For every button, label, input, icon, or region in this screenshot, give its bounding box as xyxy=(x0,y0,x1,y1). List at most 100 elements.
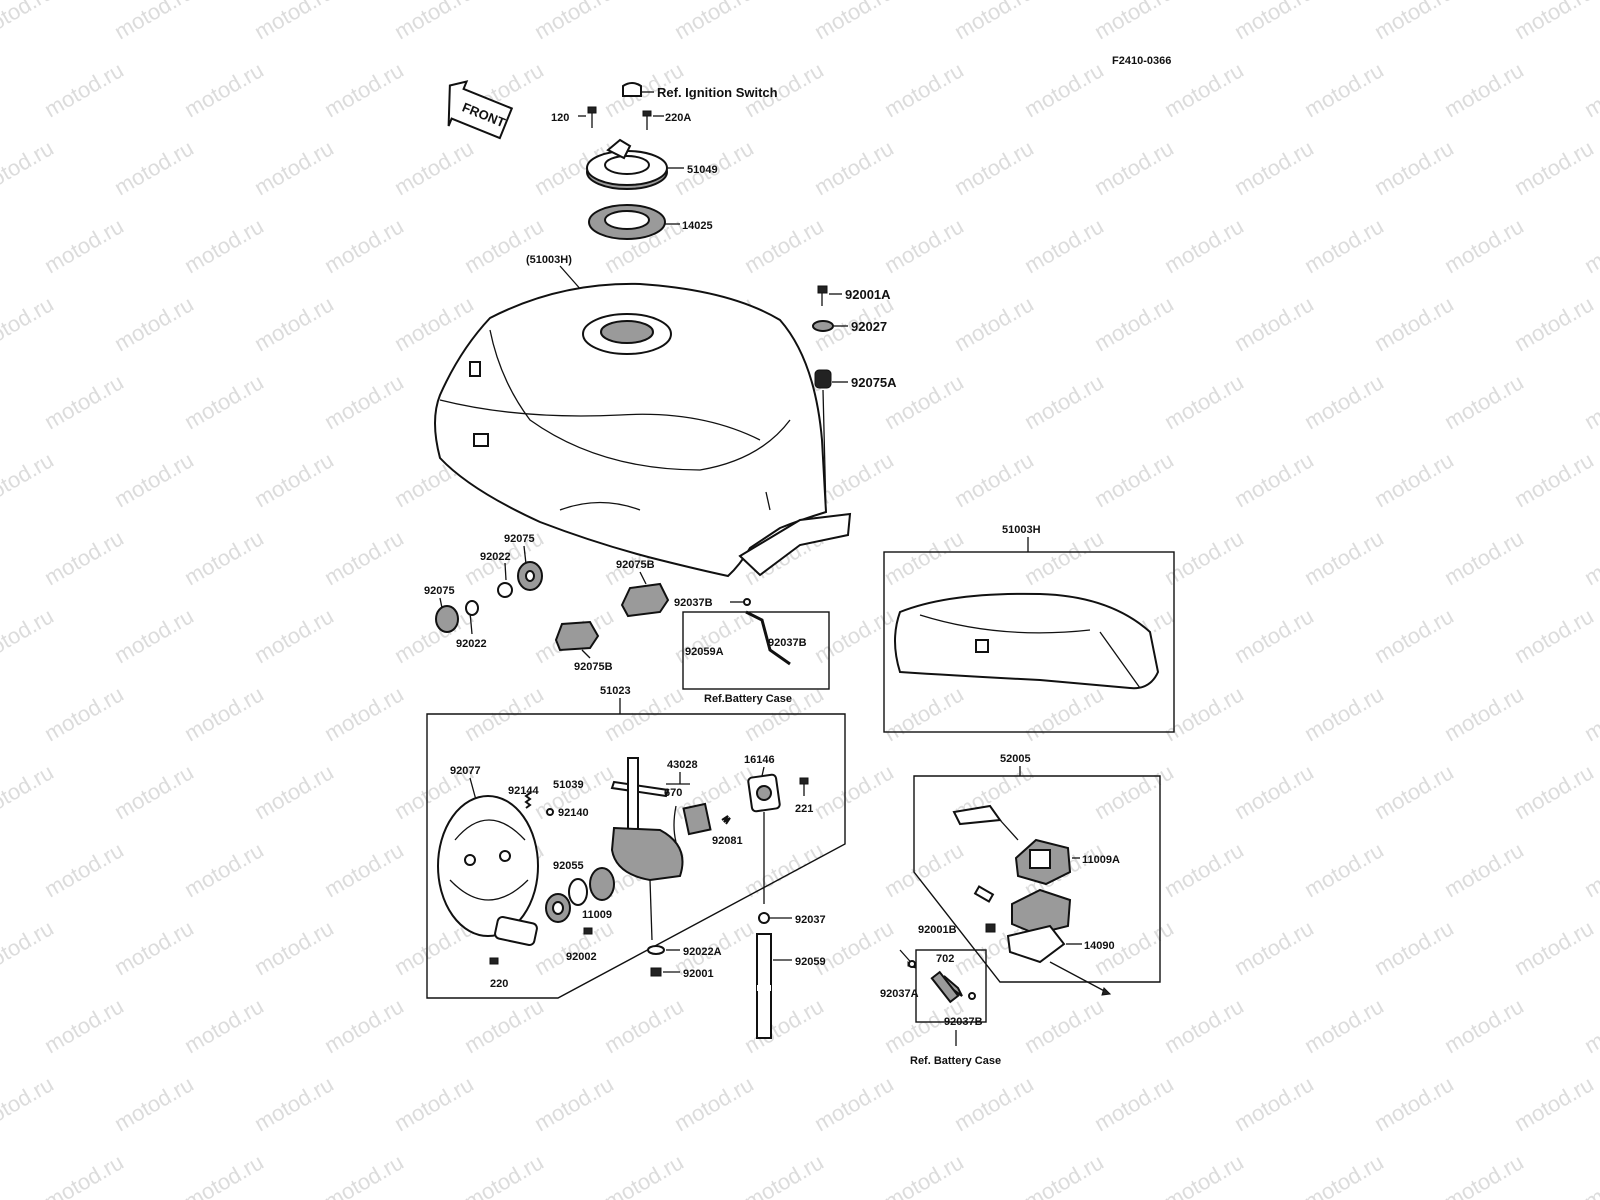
watermark-text: motod.ru xyxy=(600,1149,688,1200)
spring-92144: 92144 xyxy=(508,785,539,809)
watermark-text: motod.ru xyxy=(1090,0,1178,44)
watermark-text: motod.ru xyxy=(390,135,478,200)
label-92075b-lower: 92075B xyxy=(574,661,613,673)
bolt-92001: 92001 xyxy=(650,967,714,980)
figure-code: F2410-0366 xyxy=(1112,55,1171,67)
hose-92059: 92059 xyxy=(756,933,826,1039)
watermark-text: motod.ru xyxy=(0,759,58,824)
label-92002: 92002 xyxy=(566,951,597,963)
watermark-text: motod.ru xyxy=(110,1071,198,1136)
watermark-text: motod.ru xyxy=(1300,1149,1388,1200)
watermark-text: motod.ru xyxy=(390,603,478,668)
watermark-text: motod.ru xyxy=(1370,291,1458,356)
watermark-text: motod.ru xyxy=(0,447,58,512)
watermark-text: motod.ru xyxy=(1020,369,1108,434)
watermark-text: motod.ru xyxy=(320,213,408,278)
watermark-text: motod.ru xyxy=(740,213,828,278)
fuel-tank-variant xyxy=(894,592,1160,690)
watermark-text: motod.ru xyxy=(1230,759,1318,824)
watermark-text: motod.ru xyxy=(1300,213,1388,278)
label-52005: 52005 xyxy=(1000,753,1031,765)
label-702: 702 xyxy=(936,953,954,965)
watermark-text: motod.ru xyxy=(110,135,198,200)
label-14090: 14090 xyxy=(1084,940,1115,952)
watermark-text: motod.ru xyxy=(810,135,898,200)
label-14025: 14025 xyxy=(682,220,713,232)
watermark-text: motod.ru xyxy=(1440,1149,1528,1200)
label-92022-upper: 92022 xyxy=(480,551,511,563)
watermark-text: motod.ru xyxy=(320,993,408,1058)
watermark-text: motod.ru xyxy=(1230,915,1318,980)
battery-case-box-b xyxy=(915,949,987,1023)
watermark-text: motod.ru xyxy=(1230,603,1318,668)
watermark-text: motod.ru xyxy=(530,0,618,44)
watermark-text: motod.ru xyxy=(950,291,1038,356)
watermark-text: motod.ru xyxy=(1230,447,1318,512)
watermark-text: motod.ru xyxy=(1230,135,1318,200)
watermark-text: motod.ru xyxy=(250,915,338,980)
watermark-text: motod.ru xyxy=(950,447,1038,512)
watermark-text: motod.ru xyxy=(1440,837,1528,902)
fuel-pump-box xyxy=(913,775,1161,983)
washer-92022a: 92022A xyxy=(647,945,722,958)
watermark-text: motod.ru xyxy=(1580,993,1600,1058)
label-92075b-upper: 92075B xyxy=(616,559,655,571)
watermark-text: motod.ru xyxy=(110,291,198,356)
watermark-text: motod.ru xyxy=(880,525,968,590)
lever-51039: 51039 xyxy=(553,779,670,798)
oring-92055: 92055 xyxy=(553,860,588,906)
watermark-text: motod.ru xyxy=(1370,603,1458,668)
watermark-text: motod.ru xyxy=(0,135,58,200)
watermark-text: motod.ru xyxy=(390,1071,478,1136)
watermark-text: motod.ru xyxy=(250,291,338,356)
watermark-text: motod.ru xyxy=(1160,369,1248,434)
watermark-text: motod.ru xyxy=(1510,291,1598,356)
watermark-text: motod.ru xyxy=(1580,57,1600,122)
watermark-text: motod.ru xyxy=(40,993,128,1058)
breather-pipe-group: 92037B 92059A 92037B Ref.Battery Case xyxy=(674,597,830,705)
watermark-text: motod.ru xyxy=(1440,369,1528,434)
label-92075-lower: 92075 xyxy=(424,585,455,597)
watermark-text: motod.ru xyxy=(0,603,58,668)
watermark-text: motod.ru xyxy=(740,993,828,1058)
watermark-text: motod.ru xyxy=(180,681,268,746)
watermark-text: motod.ru xyxy=(40,837,128,902)
label-92037a: 92037A xyxy=(880,988,919,1000)
watermark-text: motod.ru xyxy=(1090,135,1178,200)
label-92037b-b: 92037B xyxy=(768,637,807,649)
watermark-text: motod.ru xyxy=(1230,291,1318,356)
watermark-text: motod.ru xyxy=(1020,1149,1108,1200)
watermark-text: motod.ru xyxy=(1020,993,1108,1058)
watermark-text: motod.ru xyxy=(1090,291,1178,356)
watermark-text: motod.ru xyxy=(1160,837,1248,902)
watermark-text: motod.ru xyxy=(390,291,478,356)
label-92001b: 92001B xyxy=(918,924,957,936)
label-ref-ignition-switch: Ref. Ignition Switch xyxy=(657,85,778,100)
watermark-text: motod.ru xyxy=(40,681,128,746)
watermark-text: motod.ru xyxy=(180,837,268,902)
watermark-text: motod.ru xyxy=(250,759,338,824)
watermark-text: motod.ru xyxy=(1370,1071,1458,1136)
watermark-text: motod.ru xyxy=(1440,681,1528,746)
pump-parts: 11009A 14090 92001B xyxy=(918,804,1120,996)
damper-92075b-lower: 92075B xyxy=(554,620,613,673)
watermark-text: motod.ru xyxy=(1370,447,1458,512)
watermark-text: motod.ru xyxy=(880,213,968,278)
watermark-text: motod.ru xyxy=(670,0,758,44)
watermark-text: motod.ru xyxy=(1300,837,1388,902)
watermark-text: motod.ru xyxy=(180,1149,268,1200)
watermark-text: motod.ru xyxy=(180,213,268,278)
watermark-text: motod.ru xyxy=(390,0,478,44)
fuel-tank xyxy=(434,282,852,578)
oring-92140: 92140 xyxy=(546,807,589,819)
label-92081: 92081 xyxy=(712,835,743,847)
watermark-text: motod.ru xyxy=(110,603,198,668)
watermark-text: motod.ru xyxy=(1370,915,1458,980)
label-51039: 51039 xyxy=(553,779,584,791)
watermark-text: motod.ru xyxy=(40,213,128,278)
watermark-text: motod.ru xyxy=(1370,135,1458,200)
screw-220a: 220A xyxy=(642,110,691,130)
watermark-text: motod.ru xyxy=(1440,993,1528,1058)
gasket-14025: 14025 xyxy=(588,204,713,240)
